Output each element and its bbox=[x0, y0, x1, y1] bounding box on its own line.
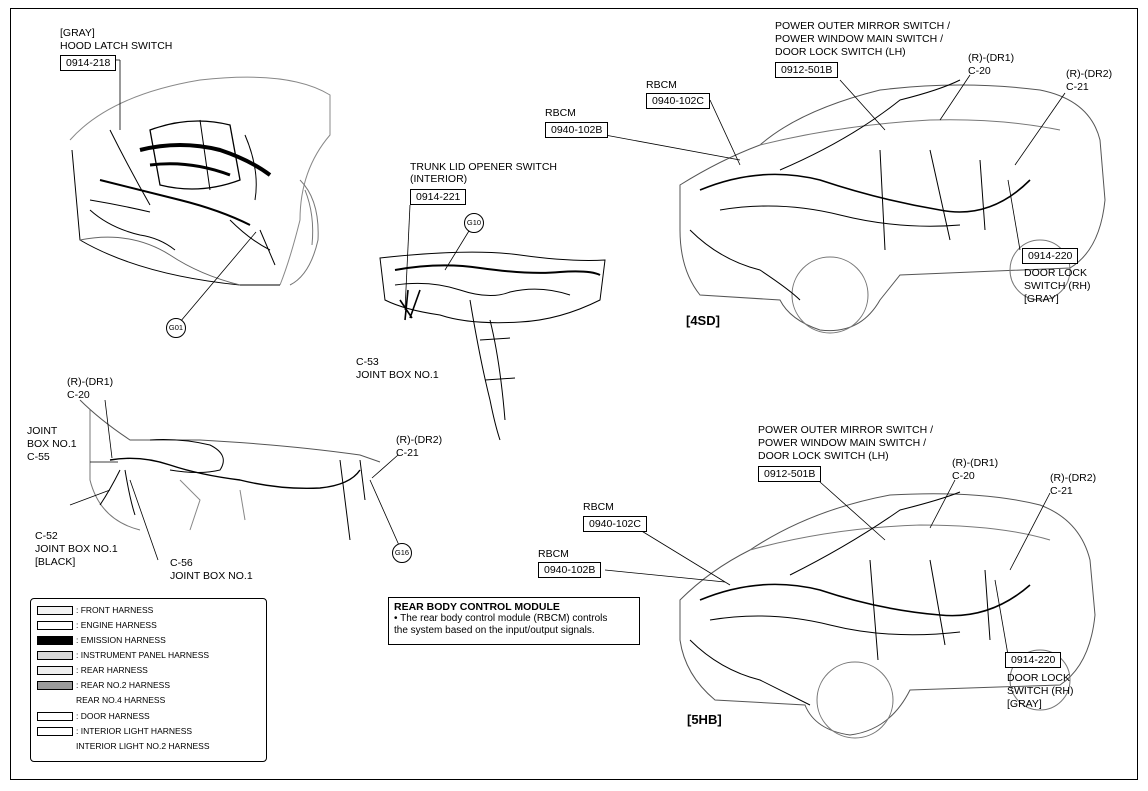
legend-item-instrument-panel-harness: : INSTRUMENT PANEL HARNESS bbox=[37, 650, 210, 661]
legend-swatch bbox=[37, 681, 73, 691]
left-dr1-label: (R)-(DR1) bbox=[67, 376, 114, 388]
pom-5hb-code: 0912-501B bbox=[758, 466, 822, 482]
legend-item-engine-harness: : ENGINE HARNESS bbox=[37, 620, 157, 631]
legend-swatch bbox=[37, 636, 73, 646]
legend-label: INTERIOR LIGHT NO.2 HARNESS bbox=[76, 741, 210, 751]
pom-5hb-line1: POWER OUTER MIRROR SWITCH / bbox=[758, 424, 933, 436]
door-lock-rh-4sd-line3: [GRAY] bbox=[1024, 293, 1059, 305]
rbcm-note-body-line2: the system based on the input/output sig… bbox=[394, 625, 595, 636]
legend-label: : ENGINE HARNESS bbox=[76, 620, 157, 630]
ground-g10: G10 bbox=[464, 213, 484, 233]
rbcm-4sd-c-code: 0940-102C bbox=[646, 93, 710, 109]
legend-label: : REAR NO.2 HARNESS bbox=[76, 680, 170, 690]
c56-label: C-56 bbox=[170, 557, 193, 569]
instrument-panel-drawing bbox=[379, 204, 606, 441]
legend-label: : REAR HARNESS bbox=[76, 665, 148, 675]
legend-swatch bbox=[37, 666, 73, 676]
rbcm-4sd-b-label: RBCM bbox=[545, 107, 576, 119]
c52-color: [BLACK] bbox=[35, 556, 76, 568]
legend-label: : EMISSION HARNESS bbox=[76, 635, 166, 645]
door-lock-rh-4sd-code: 0914-220 bbox=[1022, 248, 1079, 264]
sedan-4sd-drawing bbox=[604, 74, 1106, 334]
c52-desc: JOINT BOX NO.1 bbox=[35, 543, 118, 555]
hatchback-5hb-drawing bbox=[604, 479, 1096, 739]
legend-swatch bbox=[37, 606, 73, 616]
c53-label: C-53 bbox=[356, 356, 379, 368]
left-dr2-label: (R)-(DR2) bbox=[396, 434, 443, 446]
pom-5hb-line3: DOOR LOCK SWITCH (LH) bbox=[758, 450, 889, 462]
pom-4sd-line2: POWER WINDOW MAIN SWITCH / bbox=[775, 33, 943, 45]
door-lock-rh-4sd-line2: SWITCH (RH) bbox=[1024, 280, 1091, 292]
variant-tag-4sd: [4SD] bbox=[686, 313, 720, 328]
harness-legend: : FRONT HARNESS : ENGINE HARNESS : EMISS… bbox=[30, 598, 267, 762]
rbcm-5hb-b-label: RBCM bbox=[538, 548, 569, 560]
dr1-4sd-connector: C-20 bbox=[968, 65, 991, 77]
door-lock-rh-5hb-line1: DOOR LOCK bbox=[1007, 672, 1071, 684]
legend-label: REAR NO.4 HARNESS bbox=[76, 695, 166, 705]
left-dr2-connector: C-21 bbox=[396, 447, 419, 459]
dr2-4sd-connector: C-21 bbox=[1066, 81, 1089, 93]
left-dr1-connector: C-20 bbox=[67, 389, 90, 401]
joint-box-line1: JOINT bbox=[27, 425, 58, 437]
rbcm-4sd-b-code: 0940-102B bbox=[545, 122, 609, 138]
rbcm-note-title: REAR BODY CONTROL MODULE bbox=[394, 601, 560, 613]
c56-desc: JOINT BOX NO.1 bbox=[170, 570, 253, 582]
joint-box-drawing bbox=[69, 399, 403, 561]
rbcm-5hb-c-code: 0940-102C bbox=[583, 516, 647, 532]
legend-label: : INTERIOR LIGHT HARNESS bbox=[76, 726, 193, 736]
pom-5hb-line2: POWER WINDOW MAIN SWITCH / bbox=[758, 437, 926, 449]
pom-4sd-line3: DOOR LOCK SWITCH (LH) bbox=[775, 46, 906, 58]
rbcm-4sd-c-label: RBCM bbox=[646, 79, 677, 91]
dr1-5hb-label: (R)-(DR1) bbox=[952, 457, 999, 469]
trunk-switch-code: 0914-221 bbox=[410, 189, 467, 205]
door-lock-rh-4sd-line1: DOOR LOCK bbox=[1024, 267, 1088, 279]
legend-label: : INSTRUMENT PANEL HARNESS bbox=[76, 650, 210, 660]
legend-swatch bbox=[37, 651, 73, 661]
hood-latch-color: [GRAY] bbox=[60, 27, 95, 39]
ground-g01: G01 bbox=[166, 318, 186, 338]
trunk-switch-sub: (INTERIOR) bbox=[410, 173, 468, 185]
dr2-5hb-label: (R)-(DR2) bbox=[1050, 472, 1097, 484]
door-lock-rh-5hb-line2: SWITCH (RH) bbox=[1007, 685, 1074, 697]
ground-g16: G16 bbox=[392, 543, 412, 563]
legend-item-front-harness: : FRONT HARNESS bbox=[37, 605, 154, 616]
legend-item-emission-harness: : EMISSION HARNESS bbox=[37, 635, 166, 646]
legend-item-rear-harness: : REAR HARNESS bbox=[37, 665, 148, 676]
rbcm-5hb-c-label: RBCM bbox=[583, 501, 614, 513]
hood-latch-code: 0914-218 bbox=[60, 55, 117, 71]
dr1-5hb-connector: C-20 bbox=[952, 470, 975, 482]
joint-box-c55: C-55 bbox=[27, 451, 50, 463]
diagram-frame bbox=[10, 8, 1138, 780]
legend-swatch bbox=[37, 727, 73, 737]
legend-item-rear-no2-harness: : REAR NO.2 HARNESS bbox=[37, 680, 170, 691]
pom-4sd-line1: POWER OUTER MIRROR SWITCH / bbox=[775, 20, 950, 32]
legend-swatch bbox=[37, 712, 73, 722]
variant-tag-5hb: [5HB] bbox=[687, 712, 722, 727]
legend-item-interior-light-harness: : INTERIOR LIGHT HARNESS bbox=[37, 726, 193, 737]
door-lock-rh-5hb-line3: [GRAY] bbox=[1007, 698, 1042, 710]
joint-box-line2: BOX NO.1 bbox=[27, 438, 77, 450]
legend-item-interior-light-no2-harness: INTERIOR LIGHT NO.2 HARNESS bbox=[37, 741, 210, 751]
trunk-switch-label: TRUNK LID OPENER SWITCH bbox=[410, 161, 558, 173]
dr1-4sd-label: (R)-(DR1) bbox=[968, 52, 1015, 64]
legend-label: : DOOR HARNESS bbox=[76, 711, 150, 721]
c53-desc: JOINT BOX NO.1 bbox=[356, 369, 439, 381]
rbcm-5hb-b-code: 0940-102B bbox=[538, 562, 602, 578]
rbcm-note-box: REAR BODY CONTROL MODULE • The rear body… bbox=[388, 597, 640, 645]
rbcm-note-body-line1: • The rear body control module (RBCM) co… bbox=[394, 613, 608, 624]
legend-swatch bbox=[37, 621, 73, 631]
c52-label: C-52 bbox=[35, 530, 58, 542]
legend-item-door-harness: : DOOR HARNESS bbox=[37, 711, 150, 722]
legend-label: : FRONT HARNESS bbox=[76, 605, 154, 615]
dr2-5hb-connector: C-21 bbox=[1050, 485, 1073, 497]
hood-latch-label: HOOD LATCH SWITCH bbox=[60, 40, 173, 52]
door-lock-rh-5hb-code: 0914-220 bbox=[1005, 652, 1062, 668]
pom-4sd-code: 0912-501B bbox=[775, 62, 839, 78]
dr2-4sd-label: (R)-(DR2) bbox=[1066, 68, 1113, 80]
engine-bay-drawing bbox=[60, 59, 331, 323]
legend-item-rear-no4-harness: REAR NO.4 HARNESS bbox=[37, 695, 165, 705]
